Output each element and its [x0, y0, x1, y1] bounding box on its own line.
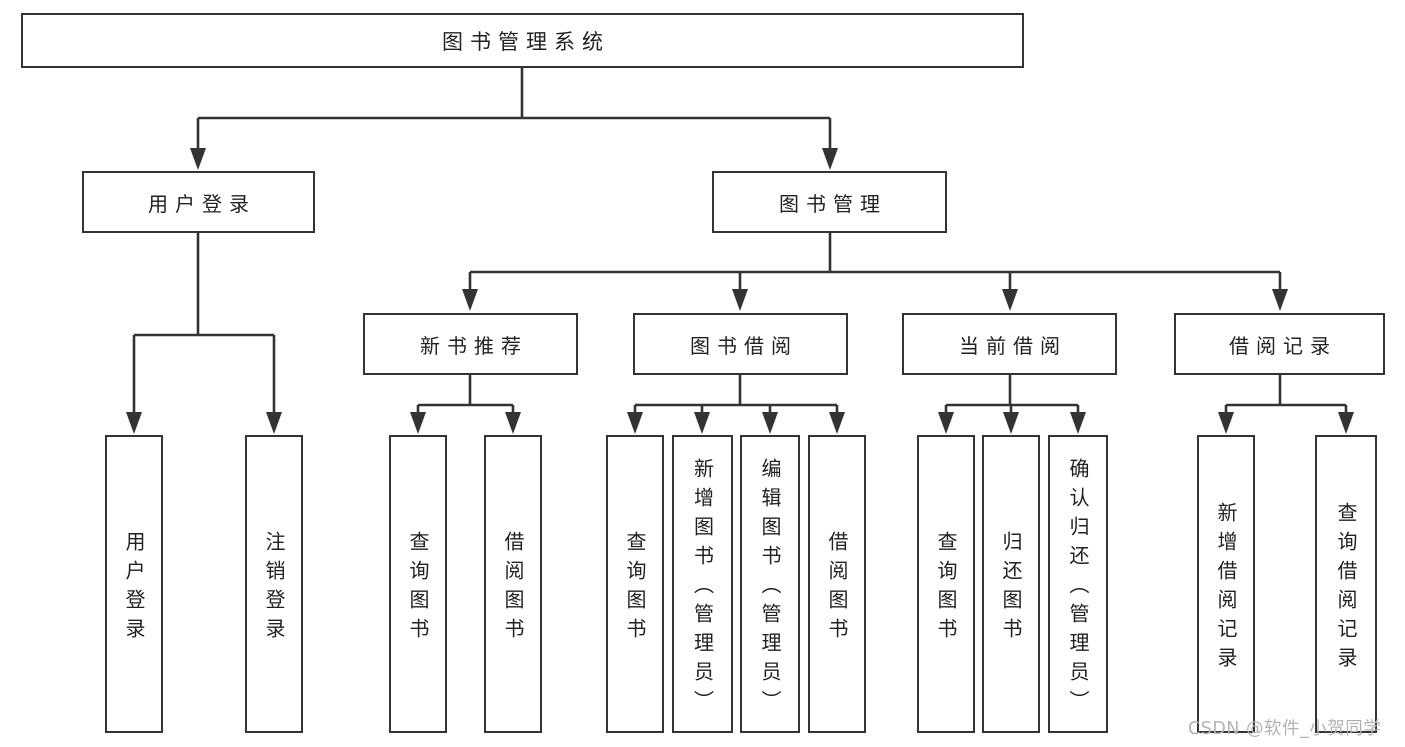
leaf-borrow-books-recommend: 借阅图书 [484, 435, 542, 733]
arrow-down-icon [762, 412, 778, 434]
leaf-add-borrow-record: 新增借阅记录 [1197, 435, 1255, 733]
arrow-down-icon [829, 412, 845, 434]
node-borrowing-records: 借阅记录 [1174, 313, 1385, 375]
node-book-borrowing: 图书借阅 [633, 313, 848, 375]
leaf-confirm-return-admin: 确认归还（管理员） [1048, 435, 1108, 733]
node-new-book-recommendation: 新书推荐 [363, 313, 578, 375]
leaf-query-books-recommend: 查询图书 [389, 435, 447, 733]
node-current-borrowing: 当前借阅 [902, 313, 1117, 375]
node-user-login: 用户登录 [82, 171, 315, 233]
arrow-down-icon [505, 412, 521, 434]
node-book-management: 图书管理 [712, 171, 947, 233]
arrow-down-icon [410, 412, 426, 434]
arrow-down-icon [822, 148, 838, 170]
arrow-down-icon [694, 412, 710, 434]
arrowheads [126, 148, 1354, 434]
leaf-logout: 注销登录 [245, 435, 303, 733]
arrow-down-icon [462, 289, 478, 311]
arrow-down-icon [1002, 289, 1018, 311]
arrow-down-icon [1218, 412, 1234, 434]
arrow-down-icon [266, 412, 282, 434]
leaf-borrow-books-borrowing: 借阅图书 [808, 435, 866, 733]
arrow-down-icon [938, 412, 954, 434]
arrow-down-icon [1070, 412, 1086, 434]
watermark: CSDN @软件_小贺同学 [1188, 719, 1382, 739]
arrow-down-icon [126, 412, 142, 434]
connector-paths [132, 68, 1348, 416]
arrow-down-icon [627, 412, 643, 434]
leaf-return-books: 归还图书 [982, 435, 1040, 733]
leaf-edit-books-admin: 编辑图书（管理员） [740, 435, 800, 733]
leaf-query-borrow-record: 查询借阅记录 [1315, 435, 1377, 733]
leaf-add-books-admin: 新增图书（管理员） [672, 435, 733, 733]
arrow-down-icon [1338, 412, 1354, 434]
arrow-down-icon [1272, 289, 1288, 311]
arrow-down-icon [732, 289, 748, 311]
leaf-user-login: 用户登录 [105, 435, 163, 733]
arrow-down-icon [1003, 412, 1019, 434]
arrow-down-icon [190, 148, 206, 170]
node-root: 图书管理系统 [21, 13, 1024, 68]
leaf-query-books-current: 查询图书 [917, 435, 975, 733]
leaf-query-books-borrowing: 查询图书 [606, 435, 664, 733]
